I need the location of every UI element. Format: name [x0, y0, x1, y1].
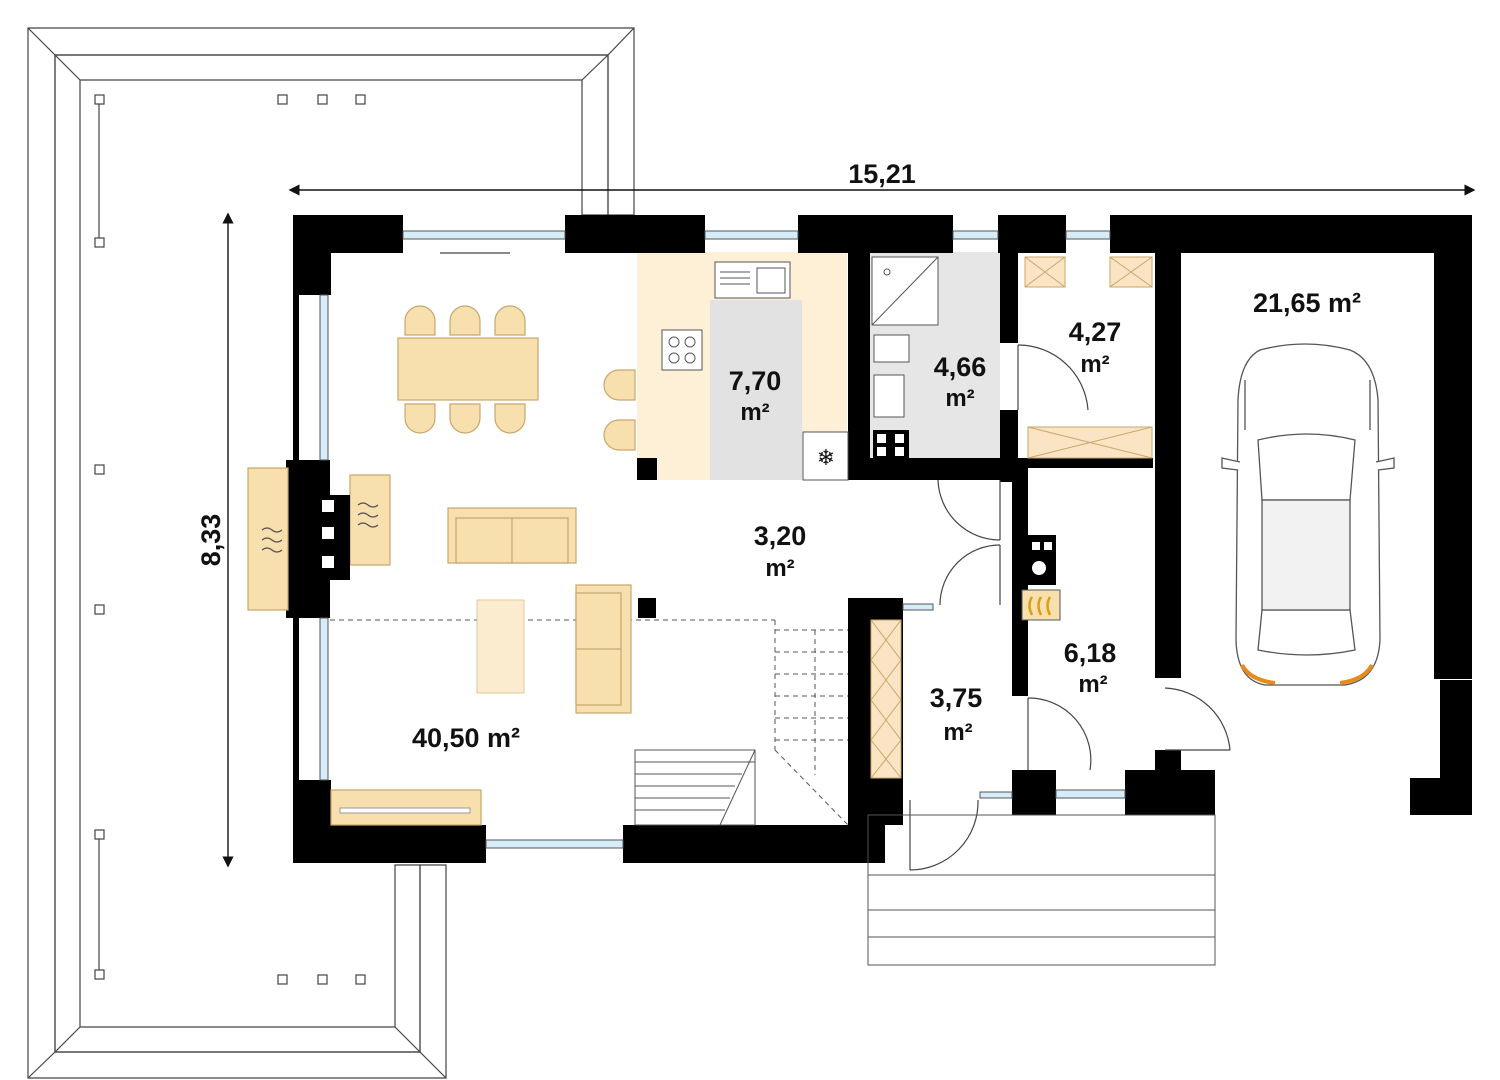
- bathroom-unit-label: m²: [945, 385, 974, 412]
- chair: [449, 305, 481, 336]
- doors: [440, 252, 1231, 871]
- chair: [494, 403, 526, 434]
- tv-cabinet: [330, 789, 482, 826]
- dimension-depth: 8,33: [196, 212, 234, 868]
- vestibule-area-label: 3,75: [930, 683, 983, 713]
- dining-set: [397, 305, 636, 451]
- sofa-top: [447, 507, 577, 564]
- bathroom-area-label: 4,66: [934, 352, 987, 382]
- coffee-table: [476, 599, 525, 694]
- living-area-label: 40,50 m²: [412, 723, 520, 753]
- flame-icon: [1028, 596, 1052, 616]
- chair: [494, 305, 526, 336]
- bar-stool: [603, 369, 636, 401]
- car: [1221, 343, 1395, 686]
- snowflake-icon: ❄: [817, 445, 835, 470]
- kitchen-island: [710, 300, 802, 480]
- windows: [319, 230, 1126, 849]
- kitchen-fixtures: ❄: [661, 261, 849, 481]
- kitchen-unit-label: m²: [740, 399, 769, 426]
- washbasin: [873, 334, 910, 363]
- kitchen-area-label: 7,70: [729, 366, 782, 396]
- bathroom-fixtures: [871, 256, 939, 458]
- walls: [286, 215, 1472, 863]
- chair: [404, 403, 436, 434]
- sofa-right: [575, 584, 632, 714]
- storage-shelves: [870, 256, 1153, 779]
- boiler: [1021, 535, 1061, 621]
- hall-area-label: 3,20: [754, 521, 807, 551]
- width-label: 15,21: [848, 159, 916, 189]
- boiler-room-area-label: 6,18: [1064, 638, 1117, 668]
- boiler-room-unit-label: m²: [1078, 671, 1107, 698]
- dimension-width: 15,21: [288, 159, 1476, 196]
- fireplace: [247, 467, 391, 611]
- dining-table: [397, 337, 539, 401]
- vestibule-unit-label: m²: [943, 719, 972, 746]
- storage-unit-label: m²: [1080, 351, 1109, 378]
- depth-label: 8,33: [196, 514, 226, 567]
- stairs: [330, 619, 849, 826]
- garage-area-label: 21,65 m²: [1253, 288, 1361, 318]
- chair: [449, 403, 481, 434]
- chair: [404, 305, 436, 336]
- hall-unit-label: m²: [765, 555, 794, 582]
- bar-stool: [603, 419, 636, 451]
- entrance-steps: [867, 814, 1216, 966]
- toilet: [873, 374, 905, 418]
- storage-area-label: 4,27: [1069, 317, 1122, 347]
